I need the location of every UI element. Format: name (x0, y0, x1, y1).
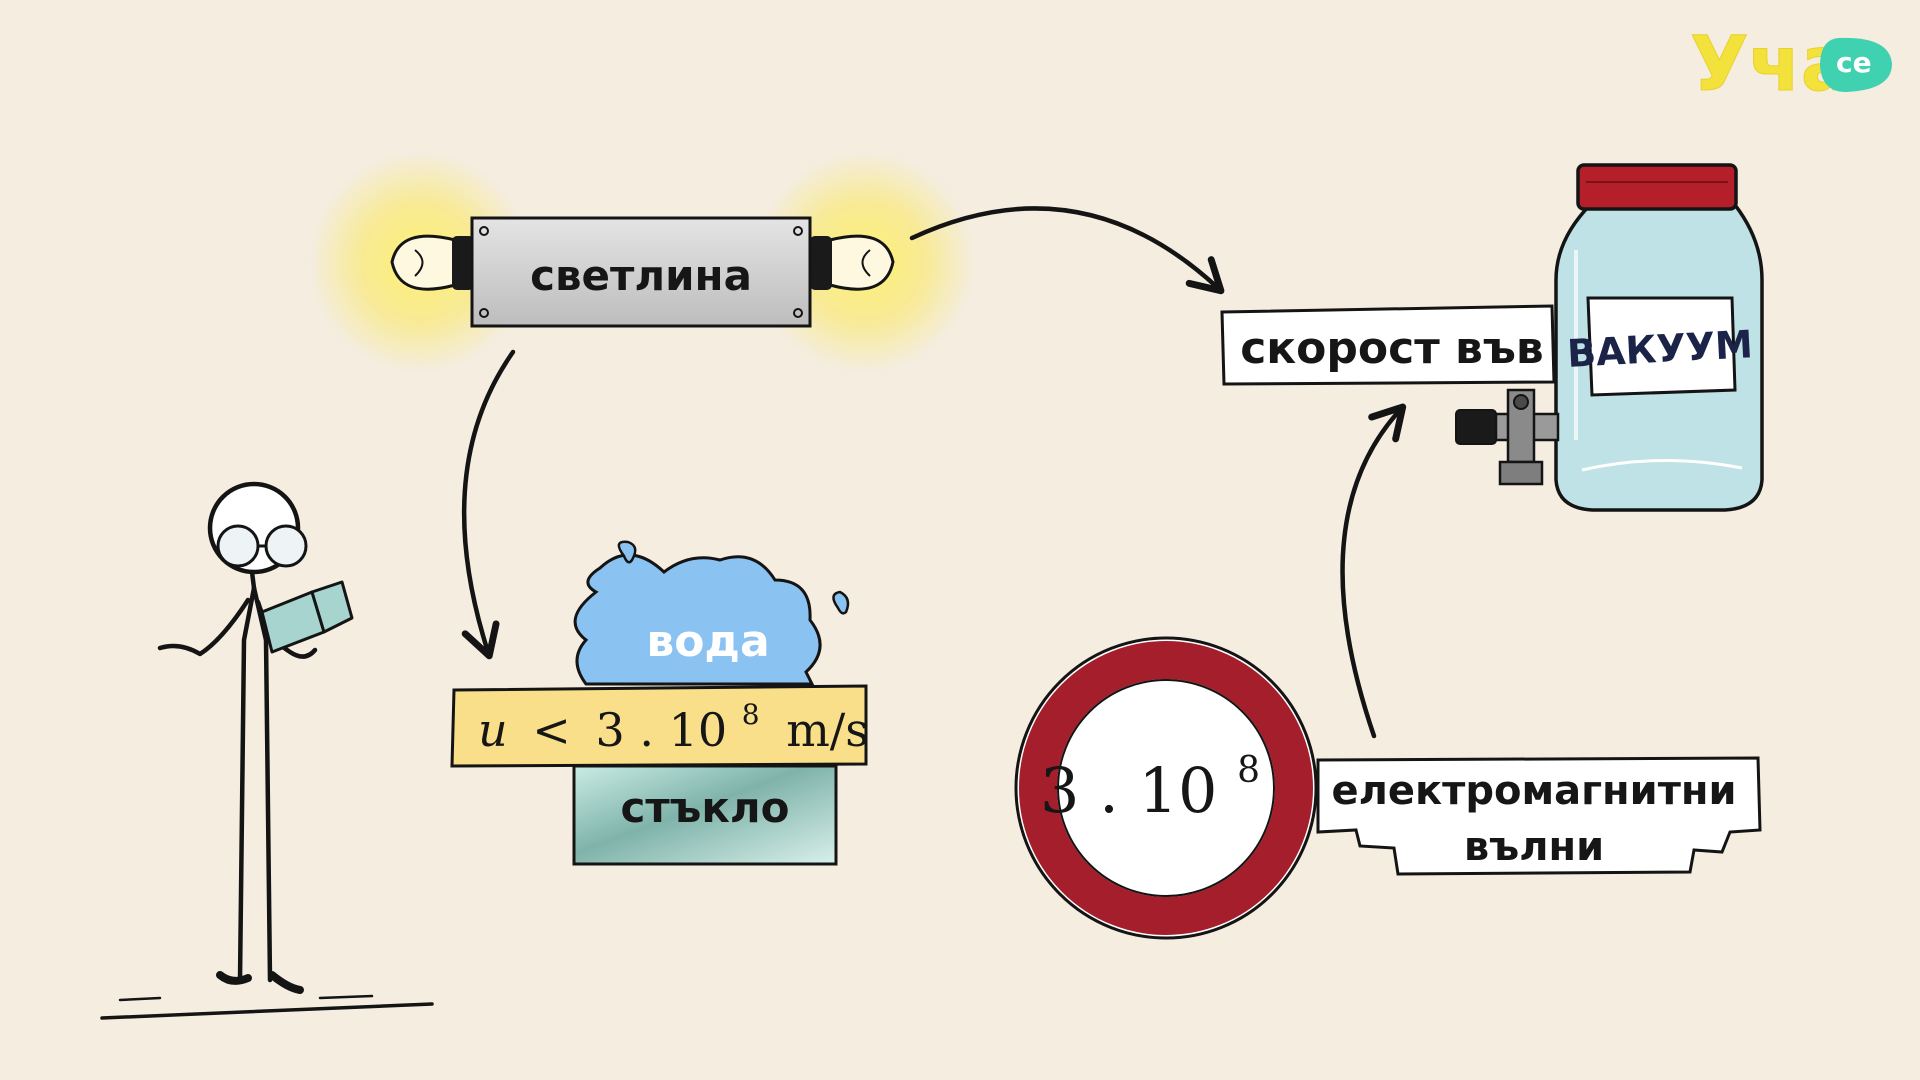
speed-media-formula: u < 3 . 10 8 m/s (478, 681, 869, 757)
arrow-icon (461, 349, 516, 660)
speed-vacuum-label: скорост във (1240, 323, 1544, 374)
speed-sign: 3 . 10 8 (1014, 636, 1318, 940)
speed-media-u: u (478, 703, 508, 757)
brand-logo-badge-text: се (1836, 46, 1872, 79)
light-label: светлина (530, 251, 752, 300)
speed-media-card: u < 3 . 10 8 m/s (450, 681, 869, 768)
arrow-icon (1340, 403, 1407, 739)
jar-label-card (1586, 296, 1737, 397)
em-waves-line2: вълни (1464, 824, 1604, 870)
speed-media-exp: 8 (742, 698, 760, 731)
light-tube (470, 216, 812, 328)
speed-sign-base: 3 . 10 (1040, 754, 1217, 827)
em-waves-card: електромагнитни вълни (1316, 756, 1762, 876)
water-label: вода (646, 616, 769, 667)
speed-media-base: 3 . 10 (595, 703, 727, 757)
glass-label: стъкло (621, 783, 790, 832)
speed-vacuum-card: скорост във (1220, 304, 1556, 386)
light-bulb-icon (390, 234, 474, 291)
stick-figure-icon (100, 481, 434, 1020)
speed-media-unit: m/s (786, 703, 869, 757)
light-source: светлина (310, 152, 975, 372)
glass-block: стъкло (572, 764, 838, 866)
arrow-icon (909, 206, 1225, 295)
brand-logo-badge (1820, 37, 1892, 92)
book-icon (260, 580, 354, 654)
jar-lid (1576, 163, 1738, 211)
light-bulb-icon (810, 234, 895, 291)
speed-media-lt: < (532, 703, 571, 757)
valve-icon (1455, 388, 1560, 486)
brand-logo: Уча се (1690, 19, 1892, 109)
vacuum-label: ВАКУУМ (1566, 322, 1754, 376)
jar-icon: ВАКУУМ (1554, 163, 1764, 512)
water-blob: вода (573, 540, 850, 686)
speed-sign-value: 3 . 10 8 (1040, 750, 1260, 827)
em-waves-line1: електромагнитни (1331, 768, 1736, 814)
speed-sign-exp: 8 (1237, 750, 1260, 791)
